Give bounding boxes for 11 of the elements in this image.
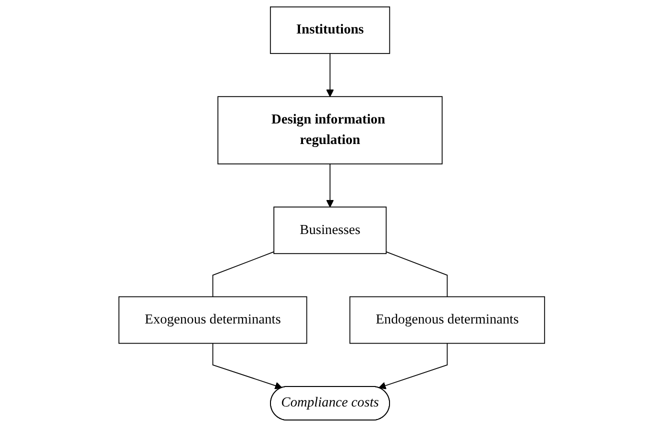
arrow bbox=[326, 163, 334, 208]
connector bbox=[212, 251, 275, 298]
node-box: Endogenous determinants bbox=[350, 296, 546, 344]
node-box: Exogenous determinants bbox=[118, 296, 308, 344]
arrow bbox=[212, 342, 283, 390]
connector bbox=[386, 251, 448, 298]
node-box: Businesses bbox=[274, 206, 387, 254]
arrow bbox=[378, 342, 448, 390]
node-box: Design information regulation bbox=[218, 96, 443, 164]
arrow bbox=[326, 53, 334, 97]
node-box: Institutions bbox=[270, 6, 390, 54]
